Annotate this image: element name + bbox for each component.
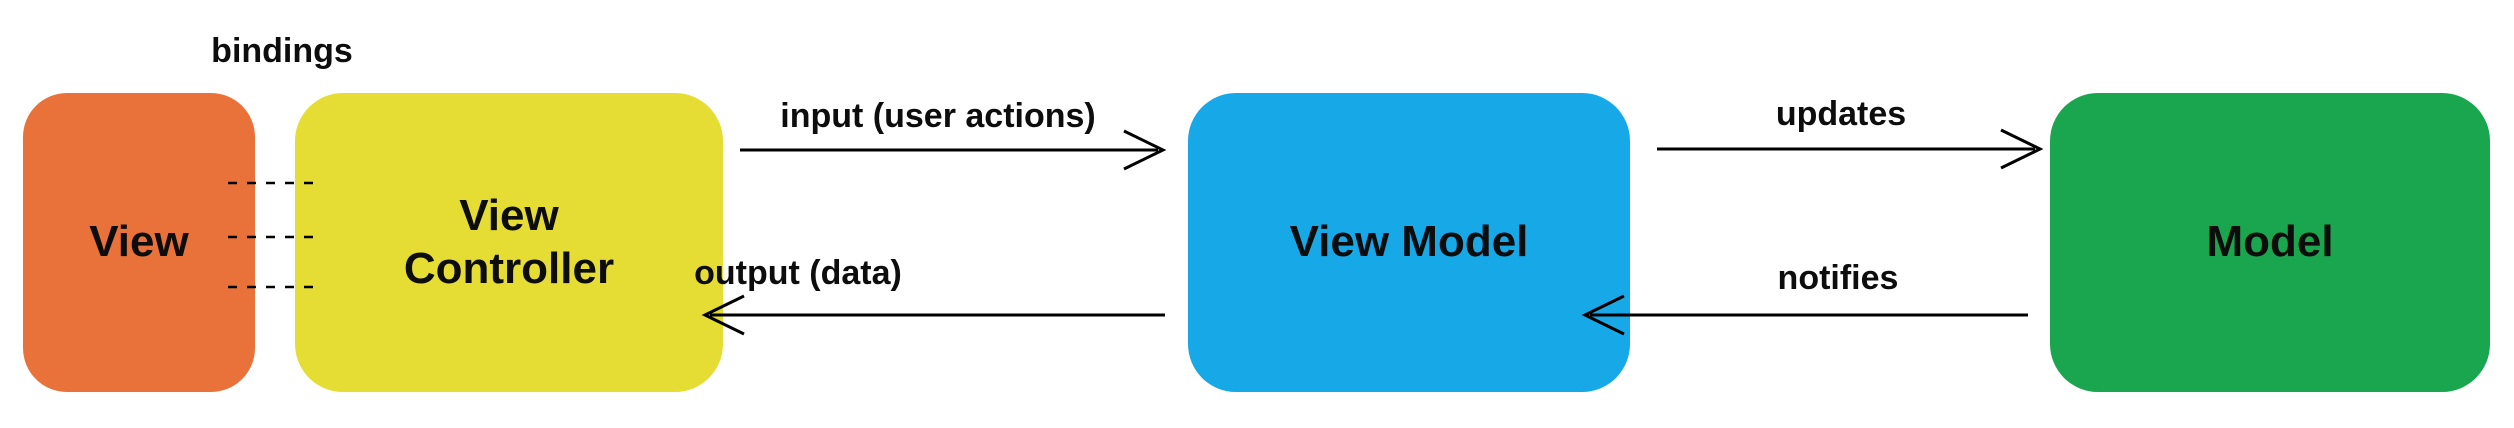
bindings-dashed-lines bbox=[228, 181, 322, 289]
arrow-right-icon bbox=[2000, 128, 2044, 170]
arrow-left-icon bbox=[1581, 294, 1625, 336]
updates-arrow bbox=[1657, 128, 2044, 170]
input-arrow bbox=[740, 129, 1167, 171]
arrow-left-icon bbox=[701, 294, 745, 336]
output-label: output (data) bbox=[694, 254, 902, 292]
notifies-label: notifies bbox=[1777, 259, 1899, 297]
arrow-right-icon bbox=[1123, 129, 1167, 171]
bindings-label: bindings bbox=[211, 32, 353, 70]
input-label: input (user actions) bbox=[780, 97, 1096, 135]
updates-label: updates bbox=[1775, 95, 1907, 133]
notifies-arrow bbox=[1581, 294, 2028, 336]
output-arrow bbox=[701, 294, 1165, 336]
